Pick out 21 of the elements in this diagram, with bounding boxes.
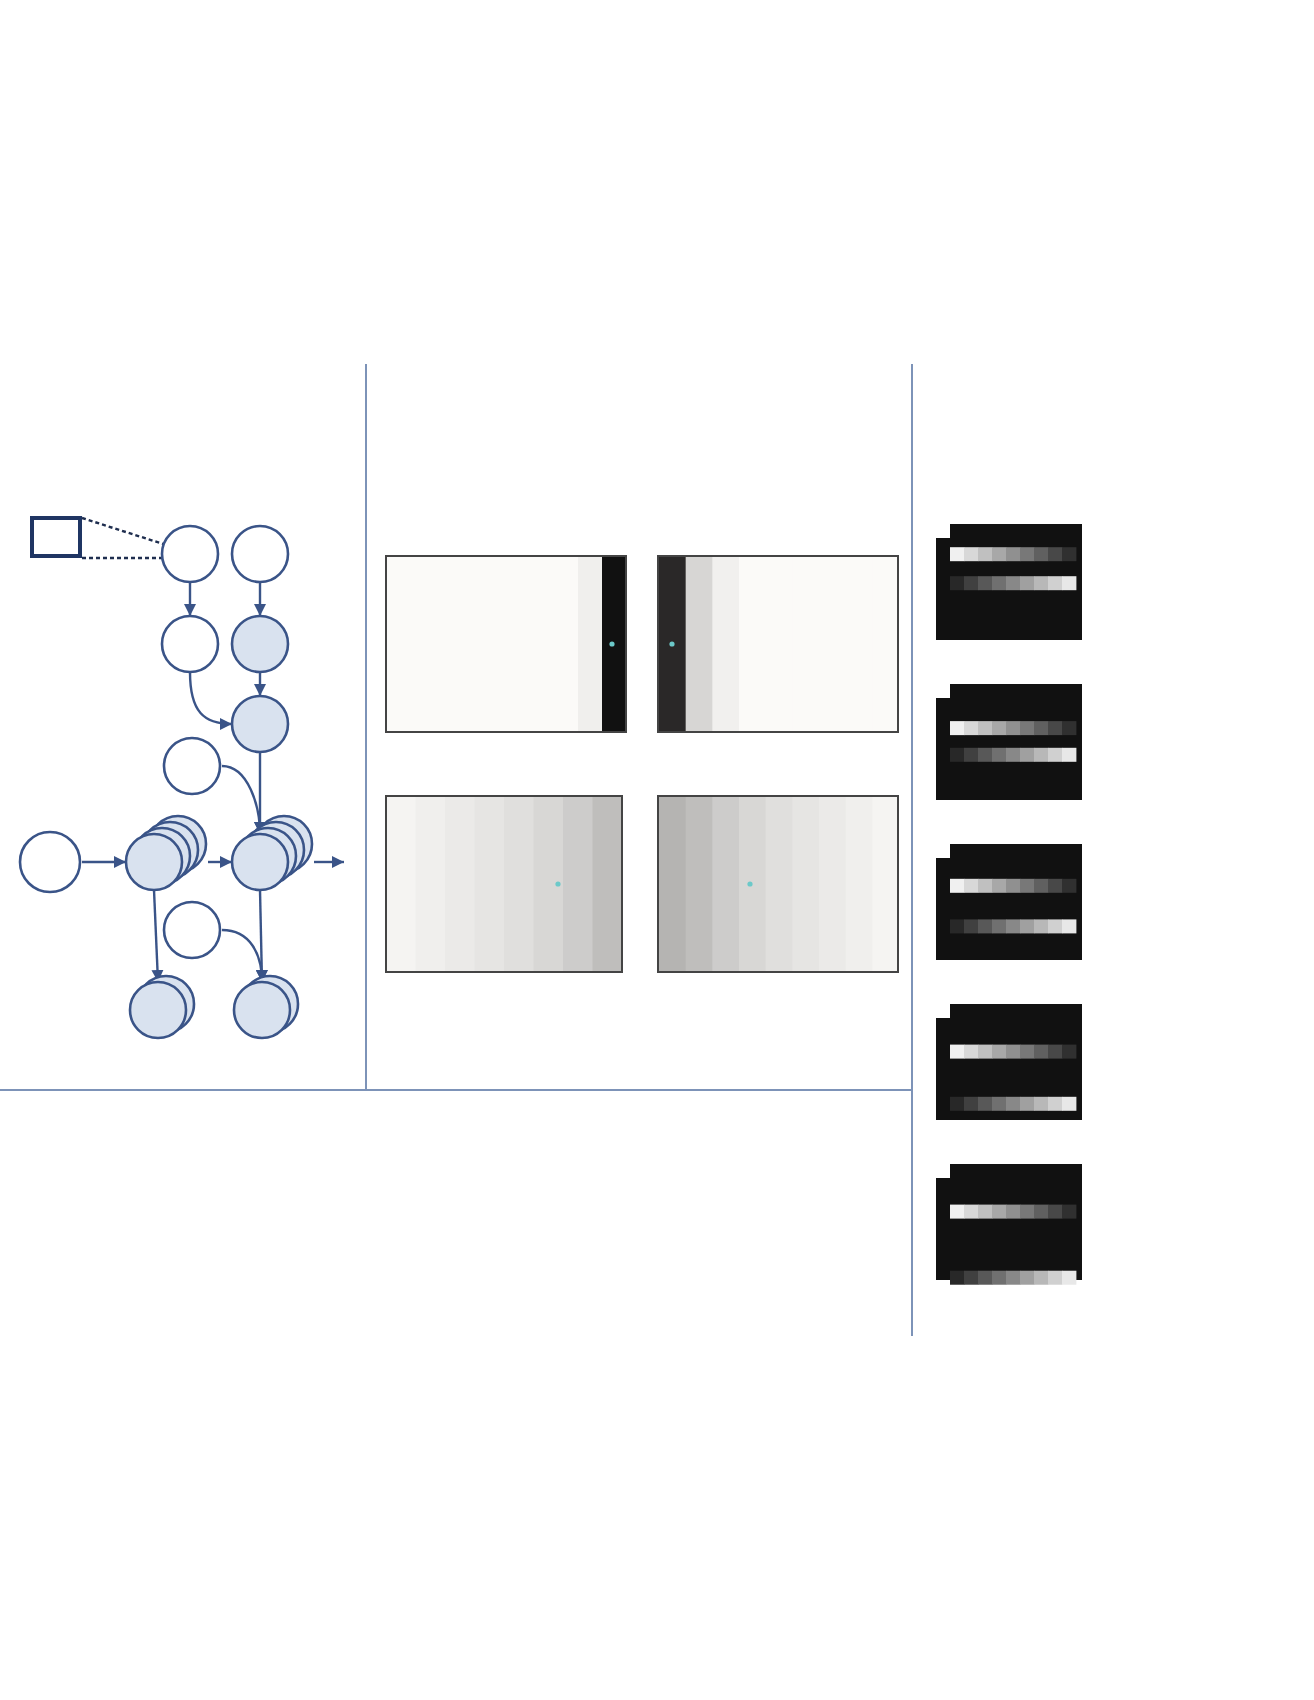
arrow: [208, 856, 232, 868]
circle-node: [18, 830, 82, 894]
circle-node: [160, 614, 220, 674]
stacked-circle-node: [230, 814, 314, 892]
arrow: [184, 582, 196, 616]
circle-node: [162, 736, 222, 796]
circle-node: [230, 524, 290, 584]
stacked-circle-node: [128, 974, 196, 1040]
arrow: [314, 856, 344, 868]
stacked-circle-node: [124, 814, 208, 892]
dotted-line: [80, 516, 166, 560]
arrow: [254, 582, 266, 616]
arrow: [254, 672, 266, 696]
square-node: [30, 516, 82, 558]
arrow: [82, 856, 126, 868]
circle-node: [230, 614, 290, 674]
stacked-circle-node: [232, 974, 300, 1040]
circle-node: [160, 524, 220, 584]
circle-node: [162, 900, 222, 960]
circle-node: [230, 694, 290, 754]
arrow: [188, 671, 233, 730]
